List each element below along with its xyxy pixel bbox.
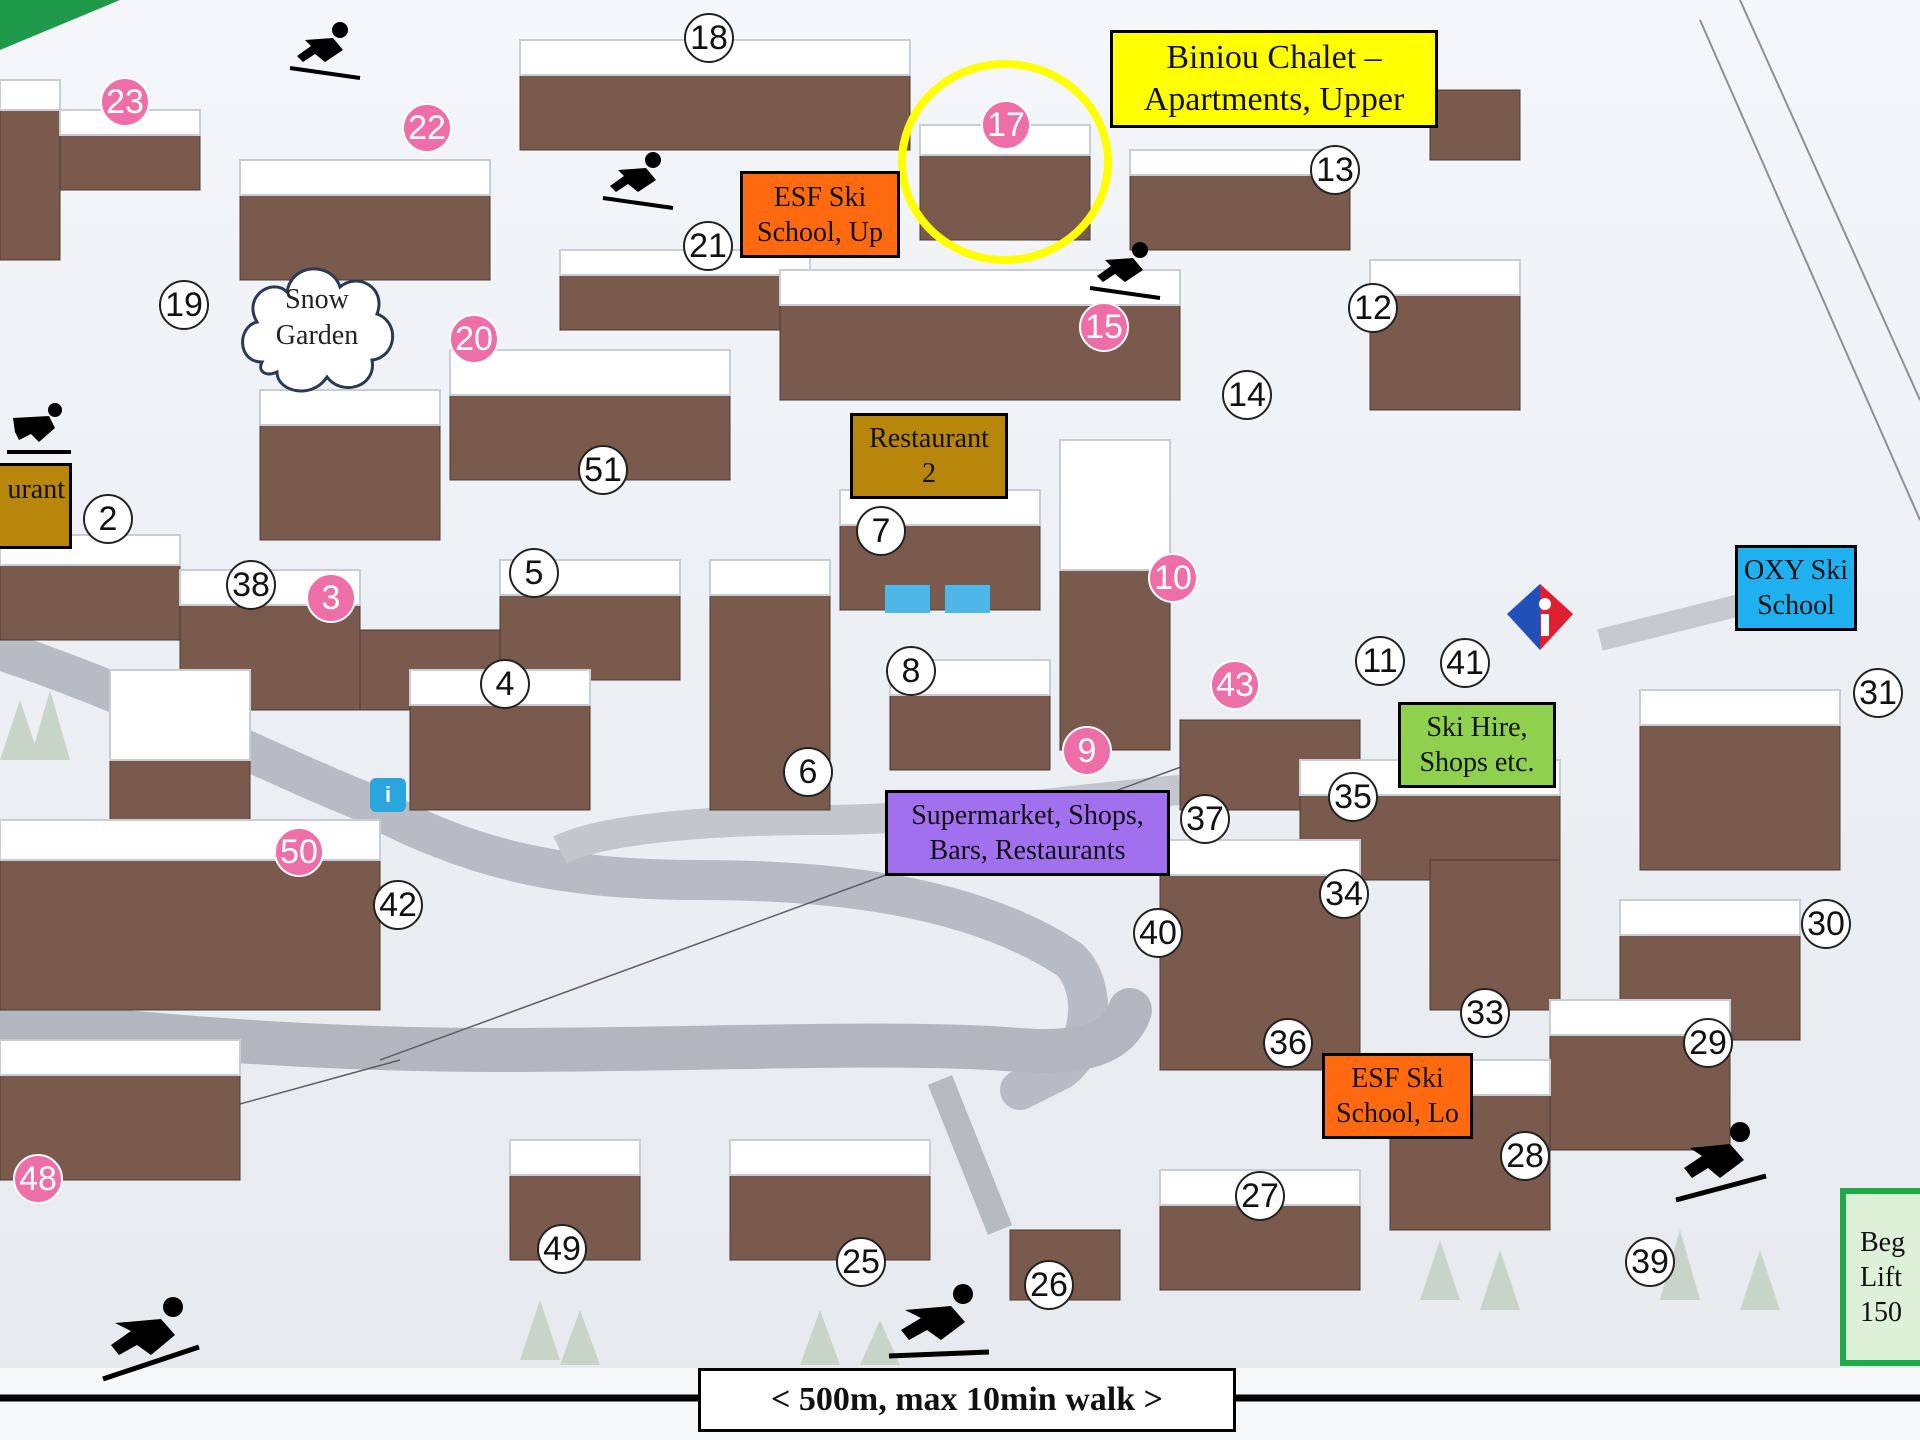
marker-9[interactable]: 9 bbox=[1062, 726, 1112, 776]
marker-30[interactable]: 30 bbox=[1801, 899, 1851, 949]
marker-28[interactable]: 28 bbox=[1500, 1131, 1550, 1181]
biniou-chalet-line2: Apartments, Upper bbox=[1143, 81, 1405, 118]
marker-40[interactable]: 40 bbox=[1133, 908, 1183, 958]
marker-18[interactable]: 18 bbox=[684, 13, 734, 63]
oxy-ski-school-label[interactable]: OXY Ski School bbox=[1735, 545, 1857, 631]
marker-38[interactable]: 38 bbox=[226, 560, 276, 610]
ski-school-icon bbox=[7, 403, 71, 454]
marker-20[interactable]: 20 bbox=[449, 314, 499, 364]
marker-14[interactable]: 14 bbox=[1222, 370, 1272, 420]
marker-33[interactable]: 33 bbox=[1460, 988, 1510, 1038]
skier-icon bbox=[602, 152, 674, 210]
marker-21[interactable]: 21 bbox=[683, 221, 733, 271]
marker-36[interactable]: 36 bbox=[1263, 1018, 1313, 1068]
restaurant-2-line2: 2 bbox=[922, 458, 936, 489]
restaurant-2-line1: Restaurant bbox=[869, 423, 989, 454]
marker-31[interactable]: 31 bbox=[1853, 668, 1903, 718]
beginner-line1: Beg bbox=[1860, 1226, 1906, 1258]
scale-label: < 500m, max 10min walk > bbox=[698, 1368, 1236, 1432]
marker-4[interactable]: 4 bbox=[480, 659, 530, 709]
scale-text: < 500m, max 10min walk > bbox=[771, 1380, 1163, 1418]
marker-10[interactable]: 10 bbox=[1148, 553, 1198, 603]
restaurant-left-label[interactable]: urant bbox=[0, 463, 72, 549]
marker-43[interactable]: 43 bbox=[1210, 660, 1260, 710]
esf-ski-school-lo-label[interactable]: ESF Ski School, Lo bbox=[1322, 1053, 1473, 1139]
marker-8[interactable]: 8 bbox=[886, 646, 936, 696]
marker-39[interactable]: 39 bbox=[1625, 1237, 1675, 1287]
ski-hire-line2: Shops etc. bbox=[1419, 747, 1535, 778]
marker-5[interactable]: 5 bbox=[509, 548, 559, 598]
marker-3[interactable]: 3 bbox=[306, 573, 356, 623]
marker-11[interactable]: 11 bbox=[1355, 636, 1405, 686]
marker-12[interactable]: 12 bbox=[1348, 283, 1398, 333]
ski-hire-line1: Ski Hire, bbox=[1426, 712, 1528, 743]
supermarket-line1: Supermarket, Shops, bbox=[911, 800, 1144, 831]
france-logo-icon bbox=[1507, 584, 1573, 650]
marker-37[interactable]: 37 bbox=[1180, 794, 1230, 844]
information-icon[interactable]: i bbox=[370, 778, 406, 812]
esf-lo-line2: School, Lo bbox=[1336, 1098, 1459, 1129]
marker-15[interactable]: 15 bbox=[1079, 302, 1129, 352]
ski-hire-label[interactable]: Ski Hire, Shops etc. bbox=[1398, 702, 1556, 788]
marker-42[interactable]: 42 bbox=[373, 880, 423, 930]
marker-19[interactable]: 19 bbox=[159, 280, 209, 330]
biniou-chalet-line1: Biniou Chalet – bbox=[1166, 38, 1382, 76]
marker-27[interactable]: 27 bbox=[1235, 1171, 1285, 1221]
oxy-line2: School bbox=[1757, 590, 1835, 621]
supermarket-label[interactable]: Supermarket, Shops, Bars, Restaurants bbox=[885, 790, 1170, 876]
biniou-chalet-label[interactable]: Biniou Chalet – Apartments, Upper bbox=[1110, 30, 1438, 128]
marker-13[interactable]: 13 bbox=[1310, 145, 1360, 195]
marker-49[interactable]: 49 bbox=[537, 1224, 587, 1274]
skier-icon bbox=[102, 1297, 200, 1382]
restaurant-left-line1: urant bbox=[7, 474, 65, 505]
beginner-lift-label[interactable]: Beg Lift 150 bbox=[1840, 1188, 1920, 1366]
esf-lo-line1: ESF Ski bbox=[1351, 1063, 1444, 1094]
oxy-line1: OXY Ski bbox=[1744, 555, 1848, 586]
esf-ski-school-up-label[interactable]: ESF Ski School, Up bbox=[740, 171, 900, 258]
marker-29[interactable]: 29 bbox=[1683, 1018, 1733, 1068]
beginner-line3: 150 bbox=[1860, 1296, 1902, 1328]
snow-garden-line2: Garden bbox=[275, 320, 359, 351]
snow-garden-cloud-icon bbox=[241, 267, 394, 393]
restaurant-2-label[interactable]: Restaurant 2 bbox=[850, 413, 1008, 499]
esf-up-line2: School, Up bbox=[757, 216, 883, 248]
marker-26[interactable]: 26 bbox=[1024, 1260, 1074, 1310]
highlight-ring bbox=[898, 60, 1112, 264]
beginner-line2: Lift bbox=[1860, 1261, 1902, 1293]
marker-2[interactable]: 2 bbox=[83, 494, 133, 544]
marker-22[interactable]: 22 bbox=[402, 103, 452, 153]
skier-icon bbox=[1089, 242, 1161, 300]
skier-icon bbox=[888, 1284, 990, 1359]
marker-7[interactable]: 7 bbox=[856, 506, 906, 556]
marker-23[interactable]: 23 bbox=[100, 77, 150, 127]
skier-icon bbox=[1675, 1122, 1767, 1203]
marker-35[interactable]: 35 bbox=[1328, 772, 1378, 822]
skier-icon bbox=[289, 22, 361, 80]
supermarket-line2: Bars, Restaurants bbox=[929, 835, 1126, 866]
marker-48[interactable]: 48 bbox=[13, 1154, 63, 1204]
snow-garden-line1: Snow bbox=[285, 284, 349, 315]
marker-51[interactable]: 51 bbox=[578, 445, 628, 495]
marker-6[interactable]: 6 bbox=[783, 747, 833, 797]
marker-25[interactable]: 25 bbox=[836, 1237, 886, 1287]
marker-17[interactable]: 17 bbox=[981, 100, 1031, 150]
marker-34[interactable]: 34 bbox=[1319, 869, 1369, 919]
snow-garden-label[interactable]: Snow Garden bbox=[252, 282, 382, 354]
marker-50[interactable]: 50 bbox=[274, 827, 324, 877]
esf-up-line1: ESF Ski bbox=[773, 181, 867, 213]
marker-41[interactable]: 41 bbox=[1440, 638, 1490, 688]
